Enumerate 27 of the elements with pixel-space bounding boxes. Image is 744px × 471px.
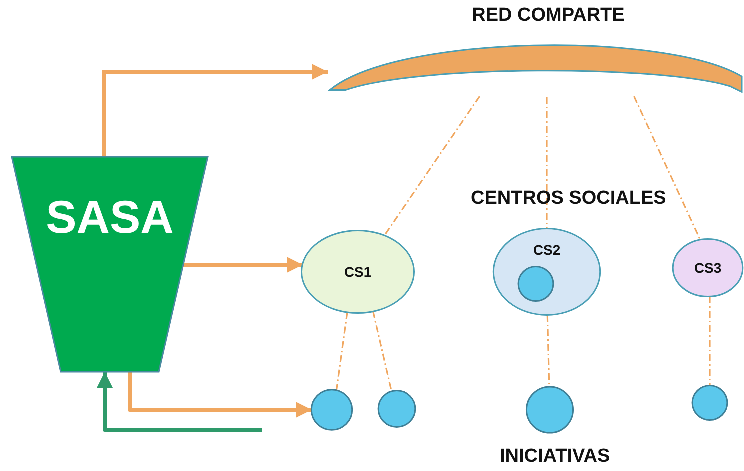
node-label: CS2 xyxy=(533,242,561,258)
connector-line xyxy=(384,96,480,236)
ellipse-node xyxy=(672,238,744,298)
trapezoid-node xyxy=(12,157,208,372)
connector-line xyxy=(546,315,550,388)
circle-node xyxy=(518,266,554,302)
node-label: CS3 xyxy=(694,260,722,276)
connector-line xyxy=(336,312,348,391)
arrow xyxy=(183,257,303,273)
connector-line xyxy=(709,296,711,386)
circle-node xyxy=(526,386,574,434)
text-label: CENTROS SOCIALES xyxy=(471,188,666,210)
heading: RED COMPARTE xyxy=(472,5,625,27)
circle-node xyxy=(378,390,416,428)
node-label: SASA xyxy=(46,190,174,244)
node-label: CS1 xyxy=(344,264,372,280)
connector-line xyxy=(372,311,393,392)
ellipse-node xyxy=(300,229,416,315)
text-label: INICIATIVAS xyxy=(500,446,610,468)
arrow xyxy=(128,372,312,418)
ellipse-node xyxy=(492,227,602,317)
connector-line xyxy=(546,97,548,229)
arrow xyxy=(102,64,328,157)
circle-node xyxy=(692,385,728,421)
circle-node xyxy=(311,389,353,431)
arrow xyxy=(97,372,262,432)
connector-line xyxy=(634,96,702,241)
